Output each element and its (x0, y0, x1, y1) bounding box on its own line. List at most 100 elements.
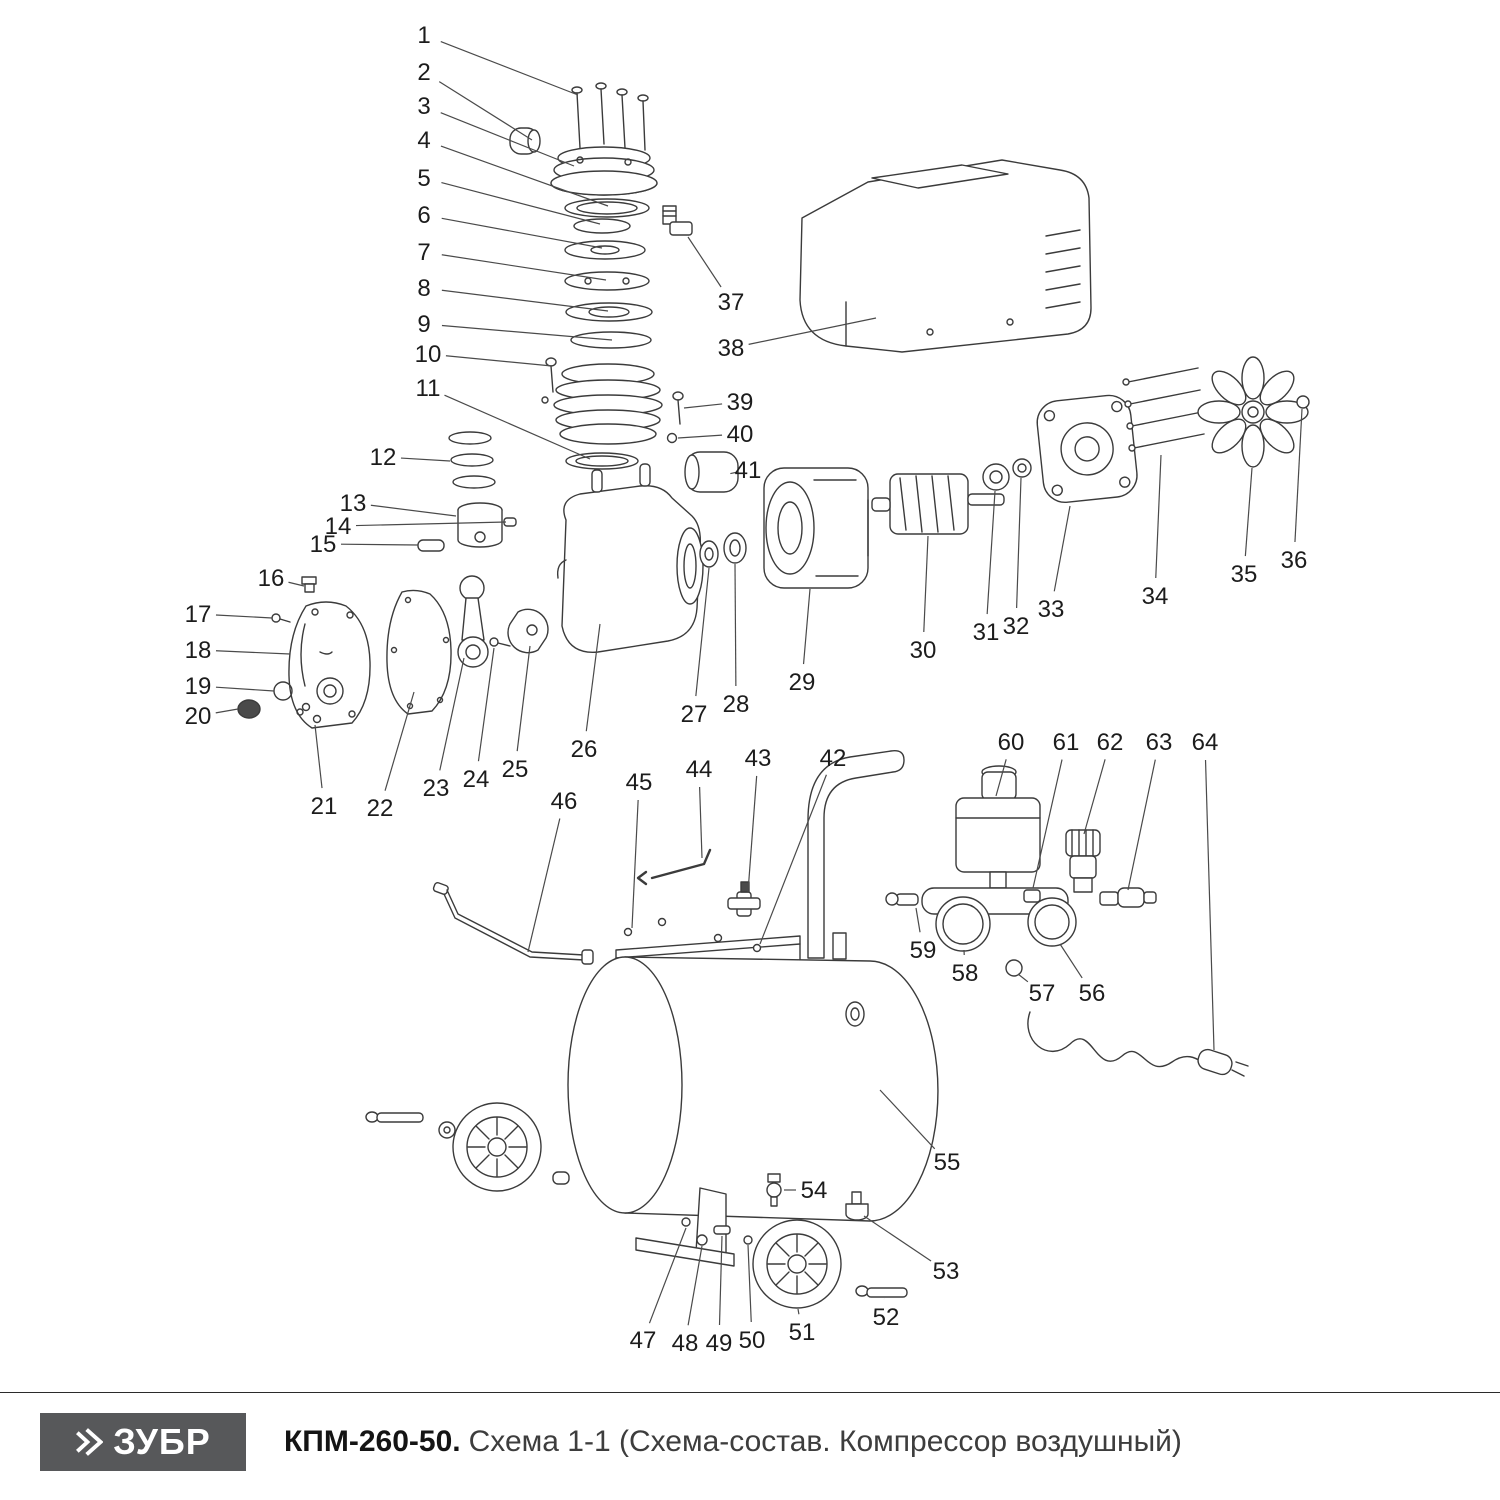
fan (1197, 356, 1309, 468)
callout-number-7: 7 (417, 239, 430, 266)
leader-line-26 (585, 623, 601, 732)
leader-line-55 (879, 1089, 936, 1150)
leader-line-4 (440, 145, 609, 207)
spacer-bushing (509, 127, 541, 155)
callout-number-44: 44 (686, 756, 713, 783)
leader-line-53 (863, 1215, 932, 1262)
callout-number-15: 15 (310, 531, 337, 558)
leader-line-40 (677, 434, 723, 439)
leader-line-8 (441, 289, 609, 312)
crankshaft-counterweight (507, 608, 549, 654)
callout-number-16: 16 (258, 565, 285, 592)
leader-line-51 (797, 1308, 800, 1315)
callout-number-33: 33 (1038, 596, 1065, 623)
leader-line-34 (1155, 454, 1162, 579)
rear-wheel-assembly (752, 1219, 908, 1309)
model-number: КПМ-260-50. (284, 1425, 461, 1458)
bearing (982, 458, 1032, 491)
leader-line-47 (648, 1227, 687, 1324)
leader-line-13 (370, 504, 457, 517)
callout-number-40: 40 (727, 421, 754, 448)
tank (567, 932, 939, 1222)
callout-number-2: 2 (417, 59, 430, 86)
callout-number-46: 46 (551, 788, 578, 815)
callout-number-24: 24 (463, 766, 490, 793)
connecting-rod (457, 575, 489, 668)
leader-line-62 (1083, 759, 1106, 835)
diagram-title: КПМ-260-50.Схема 1-1 (Схема-состав. Комп… (284, 1425, 1182, 1459)
callout-number-59: 59 (910, 937, 937, 964)
callout-number-53: 53 (933, 1258, 960, 1285)
callout-number-57: 57 (1029, 980, 1056, 1007)
callout-number-22: 22 (367, 795, 394, 822)
callout-number-37: 37 (718, 289, 745, 316)
leader-line-5 (441, 181, 601, 225)
leader-line-23 (439, 657, 465, 771)
callout-number-29: 29 (789, 669, 816, 696)
callout-number-51: 51 (789, 1319, 816, 1346)
piston-rings (448, 431, 496, 489)
crankcase (556, 463, 704, 653)
manifold-nut (1005, 959, 1023, 977)
motor-shroud (799, 159, 1092, 353)
leader-line-57 (1017, 973, 1029, 983)
o-ring (273, 681, 293, 701)
pressure-gauge-large (935, 896, 991, 952)
callout-number-63: 63 (1146, 729, 1173, 756)
drain-valve (766, 1173, 782, 1207)
callout-number-42: 42 (820, 745, 847, 772)
callout-number-11: 11 (416, 375, 441, 402)
callout-number-49: 49 (706, 1330, 733, 1357)
callout-number-3: 3 (417, 93, 430, 120)
stator (763, 467, 869, 589)
leader-line-45 (631, 799, 639, 929)
leader-line-10 (445, 355, 553, 367)
leader-line-30 (923, 535, 929, 633)
safety-valve (885, 892, 919, 906)
leader-line-42 (759, 774, 827, 945)
callout-number-9: 9 (417, 311, 430, 338)
callout-number-10: 10 (415, 341, 442, 368)
callout-number-54: 54 (801, 1177, 828, 1204)
small-nut (666, 432, 678, 444)
motor-tie-bolts (1122, 367, 1205, 452)
cylinder-bolt (541, 357, 557, 404)
leader-line-27 (695, 567, 710, 697)
callout-number-32: 32 (1003, 613, 1030, 640)
leader-line-21 (314, 724, 323, 789)
exploded-view-artwork (237, 82, 1310, 1309)
cover-screw (271, 613, 291, 623)
leader-line-22 (384, 691, 415, 791)
crankcase-cover (288, 601, 371, 729)
leader-line-35 (1244, 467, 1253, 557)
leader-line-6 (441, 217, 603, 249)
leader-line-43 (747, 775, 758, 893)
pressure-switch (955, 765, 1041, 889)
brand-logo: ЗУБР (40, 1413, 246, 1471)
shaft-washers (699, 532, 747, 568)
callout-number-28: 28 (723, 691, 750, 718)
leader-line-41 (730, 471, 739, 475)
front-wheel-assembly (365, 1102, 570, 1192)
leader-line-61 (1032, 759, 1063, 889)
callout-number-50: 50 (739, 1327, 766, 1354)
leader-line-3 (440, 112, 575, 167)
oil-cap (237, 699, 261, 719)
callout-number-8: 8 (417, 275, 430, 302)
callout-number-34: 34 (1142, 583, 1169, 610)
leader-line-20 (215, 708, 239, 714)
rod-bolt (489, 637, 511, 647)
leader-line-32 (1016, 477, 1022, 609)
leader-line-44 (699, 786, 703, 859)
callout-number-47: 47 (630, 1327, 657, 1354)
leader-line-36 (1294, 408, 1303, 543)
capacitor (684, 451, 739, 493)
handle (807, 750, 905, 959)
callout-number-19: 19 (185, 673, 212, 700)
leader-line-7 (441, 254, 607, 281)
head-bolts (571, 82, 649, 151)
leader-line-46 (527, 818, 561, 953)
callout-number-64: 64 (1192, 729, 1219, 756)
callout-number-23: 23 (423, 775, 450, 802)
leader-line-29 (802, 588, 811, 665)
